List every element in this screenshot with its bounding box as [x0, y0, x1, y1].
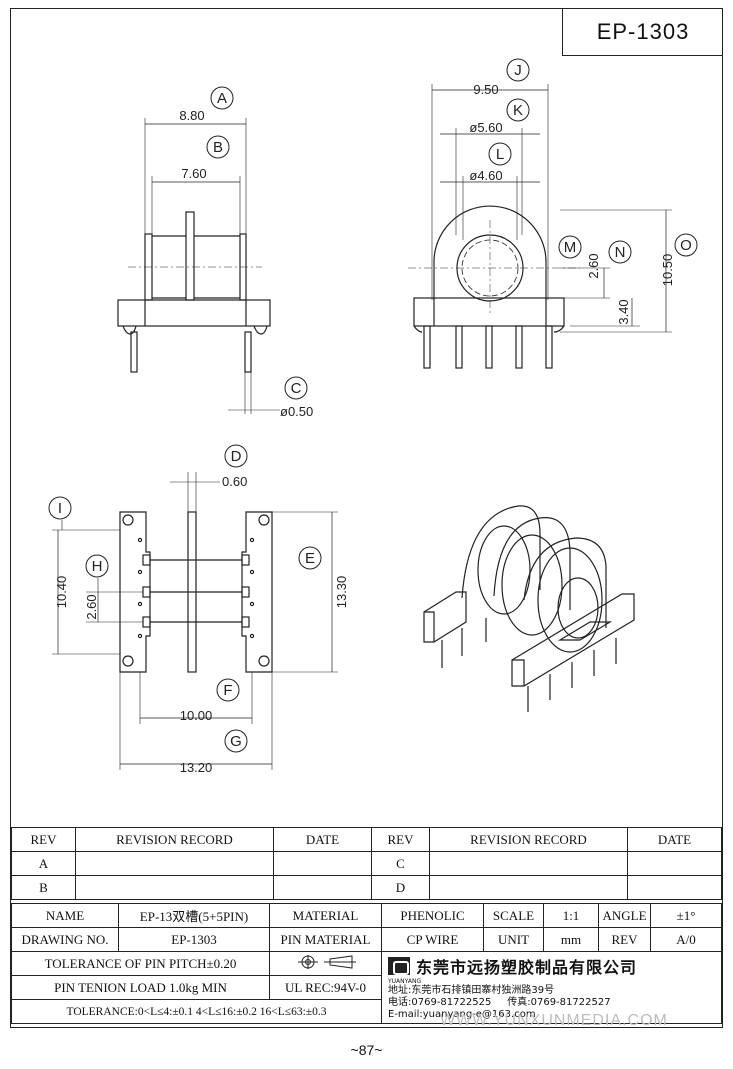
dim-e: 13.30 [334, 576, 349, 609]
revision-cell [429, 851, 628, 876]
callout-n: N [615, 244, 626, 261]
revision-cell: B [11, 875, 76, 900]
revision-header: DATE [273, 827, 372, 852]
front-view [117, 118, 280, 414]
rev-value: A/0 [650, 927, 722, 952]
revision-header: REV [371, 827, 430, 852]
pin-material-value: CP WIRE [381, 927, 484, 952]
title-block: NAME EP-13双槽(5+5PIN) MATERIAL PHENOLIC S… [11, 903, 722, 1024]
revision-cell [75, 851, 274, 876]
drawing-no-label: DRAWING NO. [11, 927, 119, 952]
revision-header: REV [11, 827, 76, 852]
dim-g: 13.20 [180, 760, 213, 775]
revision-header: REVISION RECORD [75, 827, 274, 852]
material-value: PHENOLIC [381, 903, 484, 928]
technical-drawing: A B C D E F G H I J K L M N O 8.80 7.60 … [48, 58, 698, 775]
revision-cell: D [371, 875, 430, 900]
logo-text: YUANYANG [388, 978, 422, 985]
table-row: TOLERANCE OF PIN PITCH±0.20 东莞市远扬塑胶制品有限公… [11, 951, 722, 1024]
scale-label: SCALE [483, 903, 544, 928]
company-phone: 电话:0769-81722525 [388, 997, 492, 1008]
revision-header: REVISION RECORD [429, 827, 628, 852]
dim-o: 10.50 [660, 254, 675, 287]
callout-h: H [92, 558, 103, 575]
drawing-sheet [10, 8, 723, 1028]
isometric-view [423, 505, 635, 712]
tolerance-pitch: TOLERANCE OF PIN PITCH±0.20 [11, 951, 270, 976]
name-label: NAME [11, 903, 119, 928]
revision-header: DATE [627, 827, 722, 852]
callout-c: C [291, 380, 302, 397]
dim-m: 2.60 [586, 253, 601, 278]
unit-label: UNIT [483, 927, 544, 952]
revision-cell [627, 851, 722, 876]
projection-symbol-icon [297, 954, 356, 969]
callout-a: A [217, 90, 227, 107]
top-view [52, 472, 338, 770]
callout-j: J [514, 62, 522, 79]
company-name: 东莞市远扬塑胶制品有限公司 [416, 958, 638, 977]
revision-cell [429, 875, 628, 900]
table-row: DRAWING NO. EP-1303 PIN MATERIAL CP WIRE… [11, 927, 722, 952]
watermark: WWW.YUNXUNMEDIA.COM [440, 1012, 668, 1029]
unit-value: mm [543, 927, 599, 952]
company-logo-icon [388, 957, 410, 975]
company-fax: 传真:0769-81722527 [507, 997, 611, 1008]
tolerance-general: TOLERANCE:0<L≤4:±0.1 4<L≤16:±0.2 16<L≤63… [11, 999, 382, 1024]
table-row: A C [11, 851, 722, 876]
revision-table: REV REVISION RECORD DATE REV REVISION RE… [11, 827, 722, 900]
revision-cell [627, 875, 722, 900]
table-row: B D [11, 875, 722, 900]
callout-f: F [223, 682, 232, 699]
revision-cell: C [371, 851, 430, 876]
angle-label: ANGLE [598, 903, 651, 928]
callout-e: E [305, 550, 315, 567]
side-view [408, 84, 672, 369]
gdt-symbols [269, 951, 382, 976]
dim-i: 10.40 [54, 576, 69, 609]
table-row: NAME EP-13双槽(5+5PIN) MATERIAL PHENOLIC S… [11, 903, 722, 928]
page-number: ~87~ [350, 1042, 383, 1058]
revision-cell: A [11, 851, 76, 876]
dim-h: 2.60 [84, 594, 99, 619]
pin-tension: PIN TENION LOAD 1.0kg MIN [11, 975, 270, 1000]
ul-rec: UL REC:94V-0 [269, 975, 382, 1000]
company-email: E-mail:yuanyang-e@163.com [388, 1009, 536, 1020]
material-label: MATERIAL [269, 903, 382, 928]
callout-l: L [496, 146, 504, 163]
revision-cell [273, 875, 372, 900]
revision-cell [273, 851, 372, 876]
dim-c: ø0.50 [280, 404, 313, 419]
dim-f: 10.00 [180, 708, 213, 723]
drawing-no-value: EP-1303 [118, 927, 270, 952]
rev-label: REV [598, 927, 651, 952]
callout-m: M [564, 239, 577, 256]
dim-j: 9.50 [473, 82, 498, 97]
callout-d: D [231, 448, 242, 465]
callout-k: K [513, 102, 523, 119]
dim-a: 8.80 [179, 108, 204, 123]
pin-material-label: PIN MATERIAL [269, 927, 382, 952]
name-value: EP-13双槽(5+5PIN) [118, 903, 270, 928]
dim-b: 7.60 [181, 166, 206, 181]
callout-i: I [58, 500, 62, 517]
drawing-title: EP-1303 [562, 8, 723, 56]
callout-g: G [230, 733, 242, 750]
scale-value: 1:1 [543, 903, 599, 928]
callout-o: O [680, 237, 692, 254]
dim-n: 3.40 [616, 299, 631, 324]
angle-value: ±1° [650, 903, 722, 928]
dim-l: ø4.60 [469, 168, 502, 183]
revision-header-row: REV REVISION RECORD DATE REV REVISION RE… [11, 827, 722, 852]
company-block: 东莞市远扬塑胶制品有限公司 YUANYANG 地址:东莞市石排镇田寨村独洲路39… [381, 951, 722, 1024]
table-row: TOLERANCE:0<L≤4:±0.1 4<L≤16:±0.2 16<L≤63… [11, 999, 722, 1024]
callout-b: B [213, 139, 223, 156]
revision-cell [75, 875, 274, 900]
dim-k: ø5.60 [469, 120, 502, 135]
company-address: 地址:东莞市石排镇田寨村独洲路39号 [388, 985, 555, 996]
dim-d: 0.60 [222, 474, 247, 489]
